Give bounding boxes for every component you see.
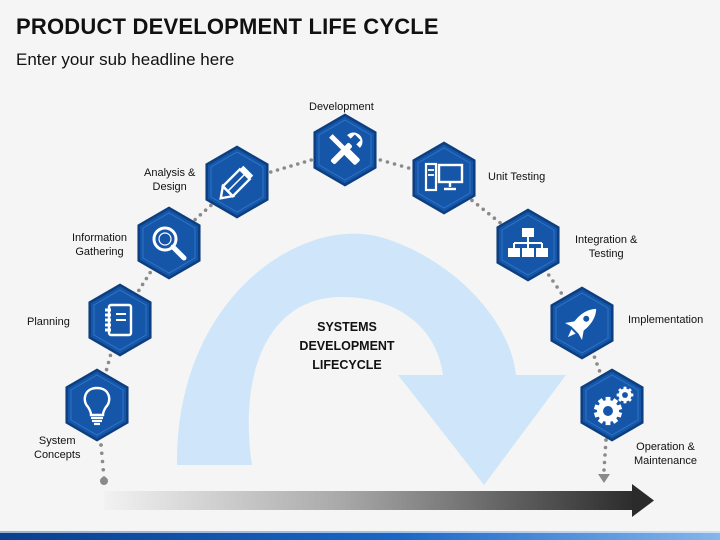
stage-label-integration-testing: Integration &Testing: [575, 234, 638, 260]
stage-label-planning: Planning: [27, 316, 70, 328]
page-subtitle: Enter your sub headline here: [16, 50, 235, 69]
stage-hexagon-magnifier: [137, 206, 201, 280]
flowchart-icon: [508, 228, 548, 257]
stage-hexagon-rocket: [550, 286, 614, 360]
footer-bar: [0, 531, 720, 540]
stage-label-implementation: Implementation: [628, 314, 704, 326]
notebook-icon: [105, 303, 133, 337]
page-title: PRODUCT DEVELOPMENT LIFE CYCLE: [16, 14, 439, 39]
curved-arrow: [176, 233, 566, 485]
stage-hexagon-tools: [313, 113, 377, 187]
computer-icon: [424, 162, 464, 192]
gears-icon: [593, 386, 634, 426]
stage-label-development: Development: [309, 101, 374, 113]
end-arrowhead: [598, 474, 610, 483]
stage-hexagon-flowchart: [496, 208, 560, 282]
stage-hexagon-computer: [412, 141, 476, 215]
rocket-icon: [565, 308, 597, 340]
timeline-arrow: [104, 484, 654, 517]
magnifier-icon: [152, 226, 187, 261]
pencil-icon: [219, 165, 254, 200]
stage-hexagon-gears: [580, 368, 644, 442]
stage-label-operation-maintenance: Operation &Maintenance: [634, 441, 697, 467]
center-label: SYSTEMS DEVELOPMENT LIFECYCLE: [299, 320, 395, 372]
stage-label-analysis-design: Analysis &Design: [144, 167, 196, 193]
stage-hexagon-pencil: [205, 145, 269, 219]
stage-hexagon-notebook: [88, 283, 152, 357]
dotted-connector: [95, 148, 614, 480]
stage-label-unit-testing: Unit Testing: [488, 171, 546, 183]
lightbulb-icon: [83, 386, 111, 426]
start-dot: [100, 477, 108, 485]
tools-icon: [329, 132, 363, 165]
stage-hexagon-lightbulb: [65, 368, 129, 442]
